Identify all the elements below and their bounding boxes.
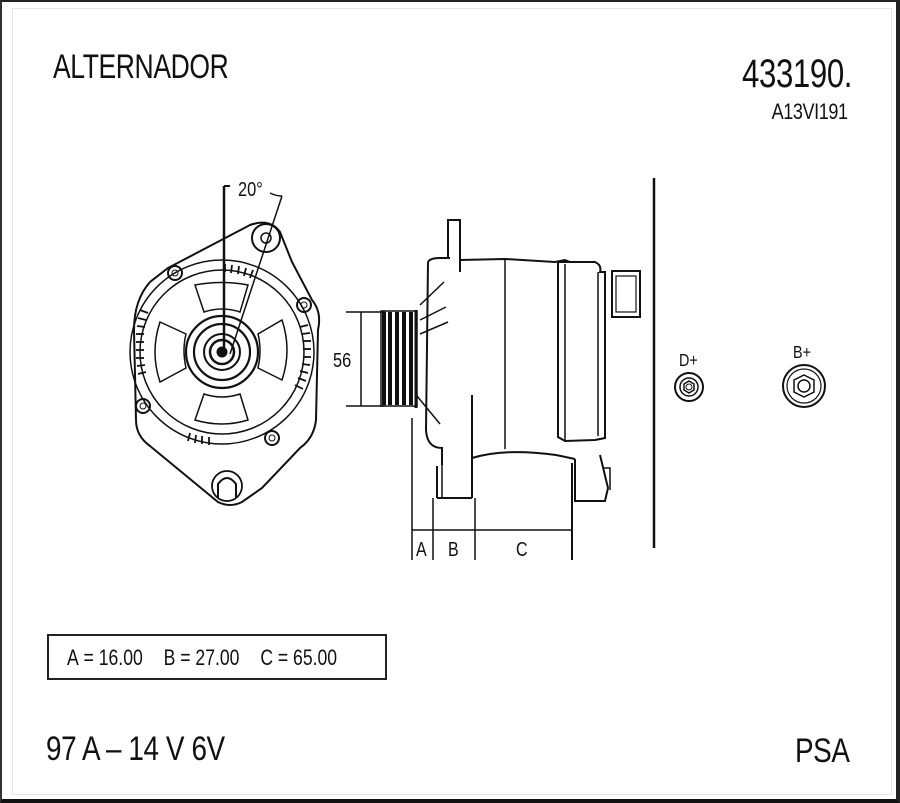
terminals: D+ B+ [674, 343, 826, 408]
brand-label: PSA [795, 732, 850, 770]
dim-label-c: C [516, 538, 528, 560]
d-plus-label: D+ [679, 351, 698, 371]
dimension-values: A= 16.00 B= 27.00 C= 65.00 [67, 645, 353, 671]
dimension-b: B= 27.00 [163, 645, 240, 670]
front-view: 20° [129, 177, 321, 506]
dimension-c-label: C [260, 645, 274, 670]
dimension-a-label: A [67, 645, 79, 670]
dim-label-b: B [448, 538, 459, 560]
dimension-a: A= 16.00 [67, 645, 143, 670]
pulley [380, 310, 418, 408]
b-plus-terminal: B+ [782, 343, 826, 408]
model-code: A13VI191 [772, 99, 848, 124]
d-plus-terminal: D+ [674, 351, 704, 402]
dimension-c-value: 65.00 [293, 645, 338, 670]
inner-border [12, 8, 892, 795]
dimension-a-value: 16.00 [98, 645, 143, 670]
dimension-c: C= 65.00 [260, 645, 338, 670]
side-view: 56 [333, 178, 656, 560]
part-number: 433190. [741, 52, 852, 96]
dimension-b-label: B [163, 645, 176, 670]
page-title: ALTERNADOR [53, 48, 229, 86]
cooling-fins [136, 264, 311, 445]
b-plus-label: B+ [793, 343, 811, 363]
electrical-spec: 97 A – 14 V 6V [46, 730, 225, 768]
angle-label: 20° [238, 177, 263, 200]
dimension-box: A= 16.00 B= 27.00 C= 65.00 [47, 634, 387, 680]
pulley-diameter-label: 56 [333, 348, 351, 371]
dim-label-a: A [416, 538, 427, 560]
dimension-b-value: 27.00 [195, 645, 240, 670]
